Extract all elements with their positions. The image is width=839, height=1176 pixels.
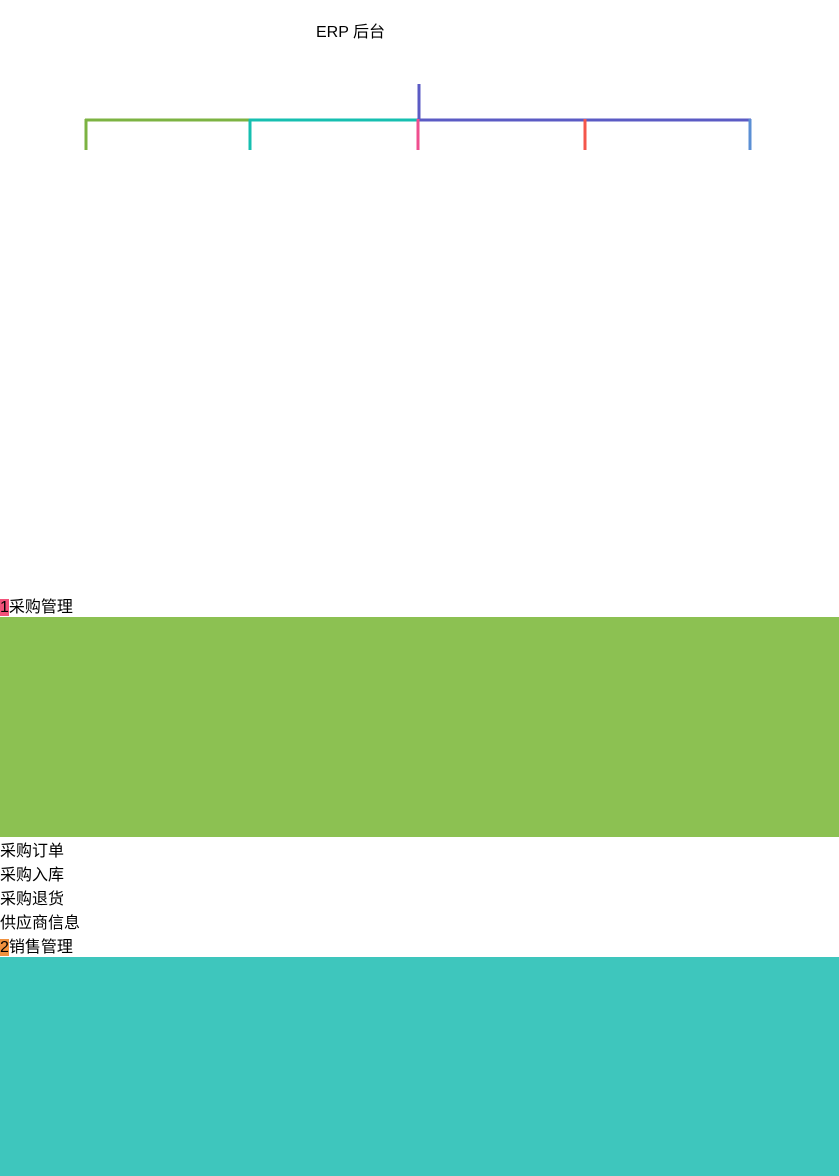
column-header-1[interactable]: 1采购管理 [0,593,839,617]
leaf-label: 采购订单 [0,843,65,860]
columns-host: 1采购管理采购订单采购入库采购退货供应商信息2销售管理销售订单销售出库销售退货客… [0,593,839,1176]
root-node[interactable]: ERP 后台 [316,18,522,84]
branch-spine-1 [0,617,839,837]
column-header-2[interactable]: 2销售管理 [0,933,839,957]
column-title-2: 销售管理 [8,939,73,956]
connector-lines [84,84,752,150]
column-badge-2: 2 [0,939,9,956]
column-2: 2销售管理销售订单销售出库销售退货客户信息 [0,933,839,1176]
column-title-1: 采购管理 [8,599,73,616]
column-1: 1采购管理采购订单采购入库采购退货供应商信息 [0,593,839,933]
branch-spine-2 [0,957,839,1176]
column-branch-2: 销售订单销售出库销售退货客户信息 [0,957,839,1176]
root-title: ERP 后台 [316,24,386,41]
leaf-node[interactable]: 采购订单 [0,837,82,861]
root-node-content: ERP 后台 [316,18,522,42]
leaf-label: 采购退货 [0,891,65,908]
leaf-node[interactable]: 采购退货 [0,885,82,909]
leaf-label: 供应商信息 [0,915,81,932]
mindmap-canvas: ERP 后台 1采购管理采购订单采购入库采购退货供应商信息2销售管理销售订单销售… [0,18,839,1176]
leaf-label: 采购入库 [0,867,65,884]
leaf-node[interactable]: 供应商信息 [0,909,82,933]
leaf-node[interactable]: 采购入库 [0,861,82,885]
column-badge-1: 1 [0,599,9,616]
column-branch-1: 采购订单采购入库采购退货供应商信息 [0,617,839,933]
